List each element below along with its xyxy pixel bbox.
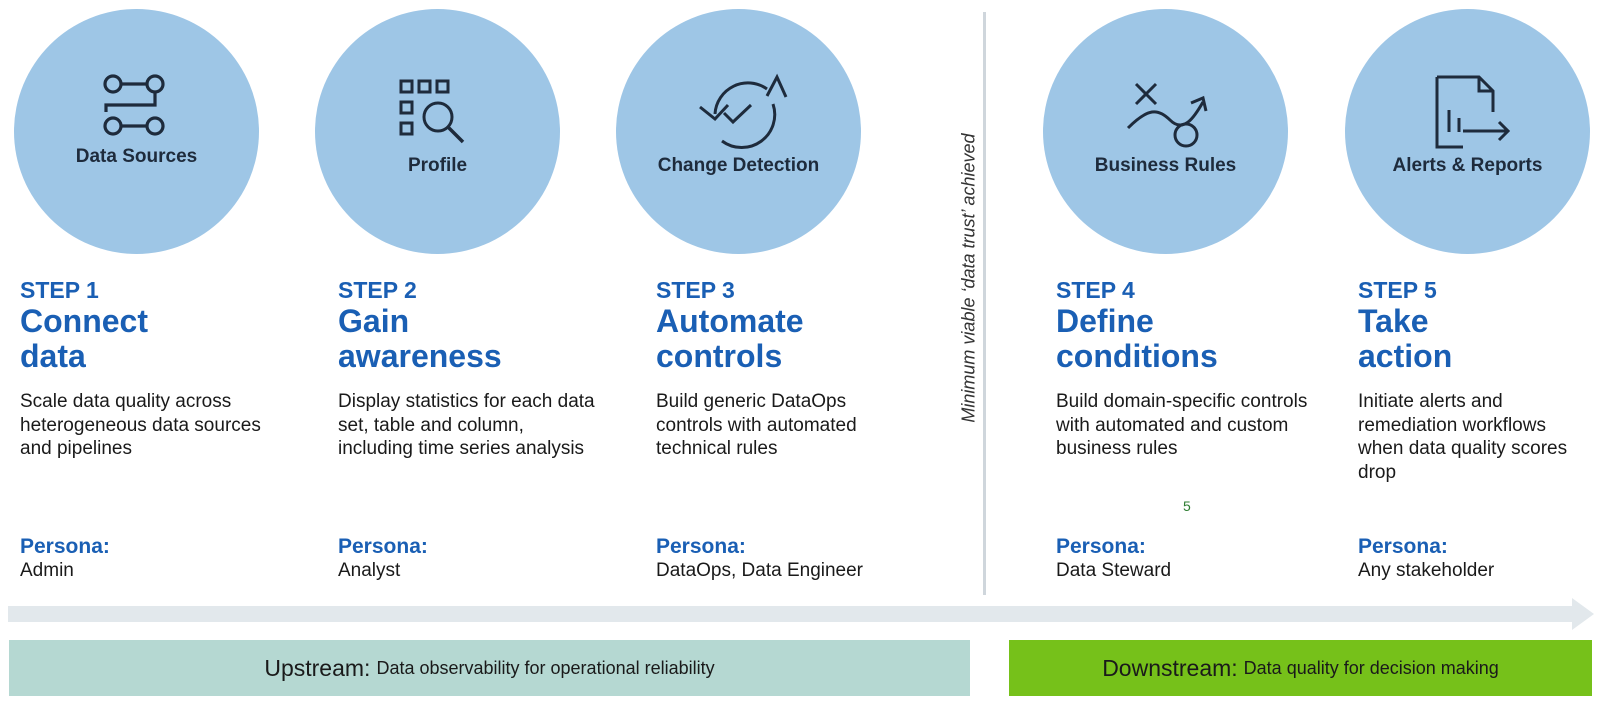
persona-label: Persona: [1358, 535, 1448, 558]
persona-value: Admin [20, 560, 74, 581]
persona-value: Analyst [338, 560, 401, 581]
persona-label: Persona: [656, 535, 746, 558]
step-heading-line1: Take [1358, 303, 1429, 339]
persona-label: Persona: [338, 535, 428, 558]
upstream-bar: Upstream: Data observability for operati… [9, 640, 970, 696]
report-arrow-icon [1435, 75, 1511, 149]
step-heading-line1: Gain [338, 303, 410, 339]
circle-label: Profile [407, 155, 468, 176]
step4-column: STEP 4 Define conditions Build domain-sp… [1056, 276, 1316, 461]
persona-value: Any stakeholder [1358, 560, 1495, 581]
persona-value: DataOps, Data Engineer [656, 560, 864, 581]
step5-circle: Alerts & Reports [1345, 9, 1590, 254]
grid-magnifier-icon [399, 79, 465, 144]
step-description: Build domain-specific controls with auto… [1056, 391, 1308, 459]
upstream-text: Data observability for operational relia… [376, 657, 715, 678]
step-description: Display statistics for each data set, ta… [338, 391, 595, 459]
step-description: Initiate alerts and remediation workflow… [1358, 391, 1568, 483]
downstream-text: Data quality for decision making [1243, 657, 1499, 678]
step-heading-line2: awareness [338, 338, 502, 374]
step-number: STEP 3 [656, 277, 735, 303]
step1-circle: Data Sources [14, 9, 259, 254]
step3-column: STEP 3 Automate controls Build generic D… [656, 276, 916, 461]
step-number: STEP 4 [1056, 277, 1135, 303]
step2-circle: Profile [315, 9, 560, 254]
step-heading-line1: Automate [656, 303, 804, 339]
step1-column: STEP 1 Connect data Scale data quality a… [20, 276, 280, 461]
stray-number: 5 [1183, 498, 1191, 514]
section-divider [983, 12, 986, 595]
step-heading-line2: controls [656, 338, 783, 374]
persona-label: Persona: [20, 535, 110, 558]
step3-circle: Change Detection [616, 9, 861, 254]
downstream-lead: Downstream: [1102, 654, 1238, 681]
step2-column: STEP 2 Gain awareness Display statistics… [338, 276, 598, 461]
step-heading-line1: Define [1056, 303, 1154, 339]
downstream-bar: Downstream: Data quality for decision ma… [1009, 640, 1592, 696]
timeline-arrow [8, 598, 1594, 630]
path-x-to-o-icon [1126, 82, 1208, 148]
persona-label: Persona: [1056, 535, 1146, 558]
step-number: STEP 5 [1358, 277, 1437, 303]
divider-caption: Minimum viable ‘data trust’ achieved [958, 133, 979, 423]
persona-value: Data Steward [1056, 560, 1172, 581]
circle-label: Alerts & Reports [1392, 155, 1543, 176]
step-number: STEP 2 [338, 277, 417, 303]
circle-label: Data Sources [75, 146, 198, 167]
step-description: Scale data quality across heterogeneous … [20, 391, 261, 459]
upstream-lead: Upstream: [264, 654, 371, 681]
connected-nodes-icon [103, 74, 165, 136]
step-number: STEP 1 [20, 277, 99, 303]
step-heading-line2: data [20, 338, 86, 374]
circle-label: Business Rules [1094, 155, 1237, 176]
step-heading-line1: Connect [20, 303, 148, 339]
circle-label: Change Detection [657, 155, 820, 176]
sync-check-icon [699, 73, 788, 149]
step5-column: STEP 5 Take action Initiate alerts and r… [1358, 276, 1588, 484]
step-description: Build generic DataOps controls with auto… [656, 391, 857, 459]
step-heading-line2: conditions [1056, 338, 1218, 374]
step4-circle: Business Rules [1043, 9, 1288, 254]
step-heading-line2: action [1358, 338, 1453, 374]
